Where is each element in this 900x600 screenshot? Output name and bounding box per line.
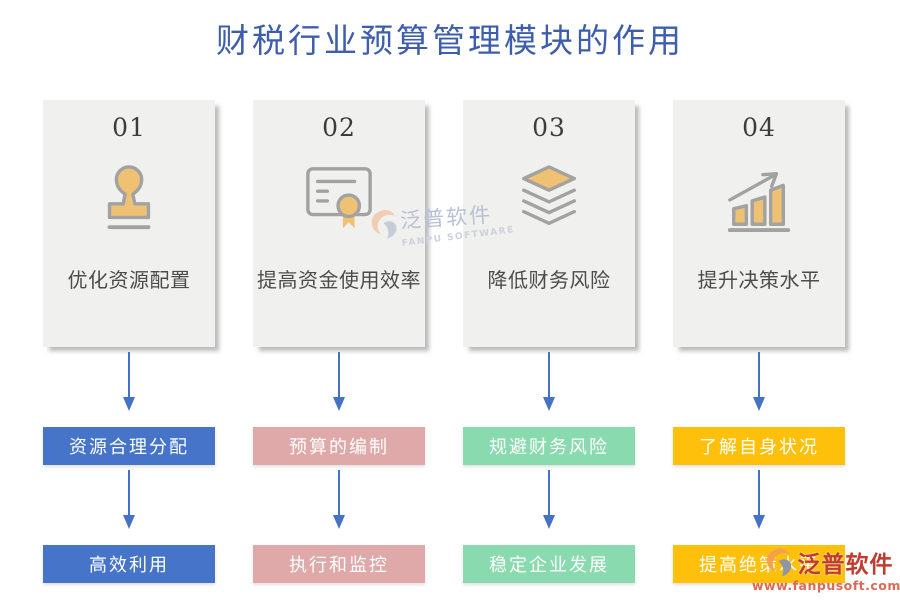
certificate-icon bbox=[300, 163, 378, 233]
bar-chart-icon bbox=[720, 163, 798, 233]
flow-step: 执行和监控 bbox=[253, 545, 425, 583]
flow-step: 规避财务风险 bbox=[463, 427, 635, 465]
feature-card: 02 提高资金使用效率 bbox=[253, 100, 425, 347]
card-label: 优化资源配置 bbox=[67, 268, 191, 292]
down-arrow-icon bbox=[123, 470, 135, 529]
card-label: 提高资金使用效率 bbox=[257, 268, 421, 292]
down-arrow-icon bbox=[543, 470, 555, 529]
card-number: 04 bbox=[742, 113, 776, 142]
down-arrow-icon bbox=[543, 352, 555, 411]
card-number: 01 bbox=[112, 113, 146, 142]
flow-step: 高效利用 bbox=[43, 545, 215, 583]
layers-icon bbox=[510, 163, 588, 233]
feature-card: 04 提升决策水平 bbox=[673, 100, 845, 347]
down-arrow-icon bbox=[753, 470, 765, 529]
column-fund-efficiency: 02 提高资金使用效率 预算的编制 执行和监控 bbox=[253, 100, 425, 583]
column-decision-level: 04 提升决策水平 了解自身状况 提高绝策水平 bbox=[673, 100, 845, 583]
card-label: 提升决策水平 bbox=[697, 268, 821, 292]
down-arrow-icon bbox=[333, 470, 345, 529]
feature-card: 03 降低财务风险 bbox=[463, 100, 635, 347]
down-arrow-icon bbox=[333, 352, 345, 411]
down-arrow-icon bbox=[753, 352, 765, 411]
card-number: 03 bbox=[532, 113, 566, 142]
column-risk-reduction: 03 降低财务风险 规避财务风险 稳定企业发展 bbox=[463, 100, 635, 583]
flow-step: 资源合理分配 bbox=[43, 427, 215, 465]
card-label: 降低财务风险 bbox=[487, 268, 611, 292]
flow-step: 提高绝策水平 bbox=[673, 545, 845, 583]
feature-card: 01 优化资源配置 bbox=[43, 100, 215, 347]
column-resource-allocation: 01 优化资源配置 资源合理分配 高效利用 bbox=[43, 100, 215, 583]
page-title: 财税行业预算管理模块的作用 bbox=[216, 21, 684, 60]
flow-step: 了解自身状况 bbox=[673, 427, 845, 465]
stamp-icon bbox=[90, 163, 168, 233]
flow-step: 预算的编制 bbox=[253, 427, 425, 465]
down-arrow-icon bbox=[123, 352, 135, 411]
flow-step: 稳定企业发展 bbox=[463, 545, 635, 583]
card-number: 02 bbox=[322, 113, 356, 142]
